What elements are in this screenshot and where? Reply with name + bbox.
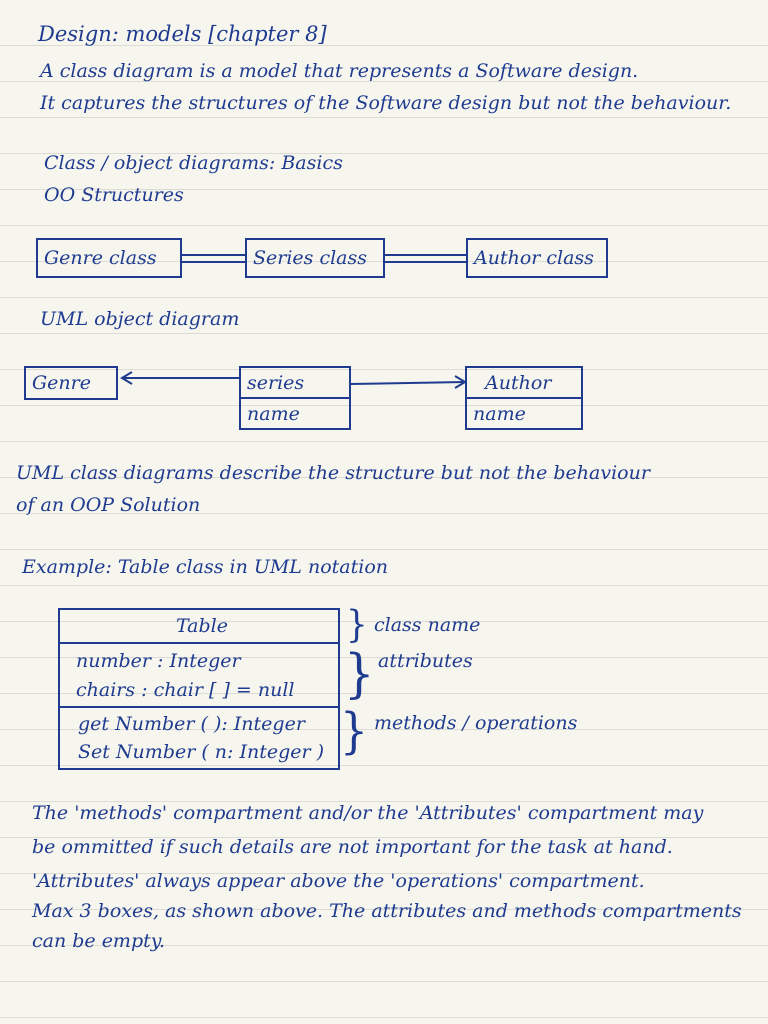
table-class-name: Table bbox=[175, 615, 228, 637]
series-object-name-cell: series bbox=[241, 368, 349, 399]
note-line-3: 'Attributes' always appear above the 'op… bbox=[32, 870, 645, 892]
oo-structures-label: OO Structures bbox=[44, 184, 184, 206]
table-class-name-cell: Table bbox=[60, 610, 338, 644]
brace-label-class-name: class name bbox=[374, 614, 481, 636]
table-attribute-2: chairs : chair [ ] = null bbox=[76, 678, 295, 701]
author-class-box: Author class bbox=[466, 238, 608, 278]
series-to-author-arrow-line bbox=[350, 381, 466, 385]
series-object-name: series bbox=[247, 371, 305, 394]
table-attribute-1: number : Integer bbox=[76, 649, 241, 672]
series-object-attr-cell: name bbox=[241, 399, 349, 428]
class-name-brace: } bbox=[346, 603, 368, 647]
table-methods-cell: get Number ( ): Integer Set Number ( n: … bbox=[60, 708, 338, 768]
uml-class-desc-line-2: of an OOP Solution bbox=[16, 494, 201, 516]
attributes-brace: } bbox=[344, 643, 375, 705]
genre-class-box: Genre class bbox=[36, 238, 182, 278]
table-method-1: get Number ( ): Integer bbox=[78, 713, 305, 735]
genre-object-label: Genre bbox=[32, 372, 91, 394]
brace-label-methods: methods / operations bbox=[374, 712, 578, 734]
series-to-genre-arrowhead bbox=[120, 371, 133, 385]
author-object-attr: name bbox=[473, 402, 526, 425]
author-object-attr-cell: name bbox=[467, 399, 581, 428]
note-line-2: be ommitted if such details are not impo… bbox=[32, 836, 673, 858]
author-object-name-cell: Author bbox=[467, 368, 581, 399]
author-class-label: Author class bbox=[474, 247, 594, 269]
note-line-5: can be empty. bbox=[32, 930, 165, 952]
brace-label-attributes: attributes bbox=[378, 650, 473, 672]
author-object-box: Author name bbox=[465, 366, 583, 430]
uml-class-desc-line-1: UML class diagrams describe the structur… bbox=[16, 462, 650, 484]
uml-object-heading: UML object diagram bbox=[40, 308, 240, 330]
series-object-box: series name bbox=[239, 366, 351, 430]
note-line-4: Max 3 boxes, as shown above. The attribu… bbox=[32, 900, 742, 922]
author-object-name: Author bbox=[485, 371, 552, 394]
table-attributes-cell: number : Integer chairs : chair [ ] = nu… bbox=[60, 644, 338, 708]
intro-line-2: It captures the structures of the Softwa… bbox=[40, 92, 732, 114]
table-method-2: Set Number ( n: Integer ) bbox=[78, 741, 325, 763]
example-heading: Example: Table class in UML notation bbox=[22, 556, 388, 578]
page-title: Design: models [chapter 8] bbox=[38, 22, 327, 46]
note-line-1: The 'methods' compartment and/or the 'At… bbox=[32, 802, 704, 824]
table-class-box: Table number : Integer chairs : chair [ … bbox=[58, 608, 340, 770]
intro-line-1: A class diagram is a model that represen… bbox=[40, 60, 639, 82]
methods-brace: } bbox=[340, 703, 368, 760]
basics-heading: Class / object diagrams: Basics bbox=[44, 152, 343, 174]
series-object-attr: name bbox=[247, 402, 300, 425]
series-to-author-arrowhead bbox=[454, 375, 467, 389]
series-class-box: Series class bbox=[245, 238, 385, 278]
series-class-label: Series class bbox=[253, 247, 367, 269]
genre-class-label: Genre class bbox=[44, 247, 157, 269]
genre-object-box: Genre bbox=[24, 366, 118, 400]
